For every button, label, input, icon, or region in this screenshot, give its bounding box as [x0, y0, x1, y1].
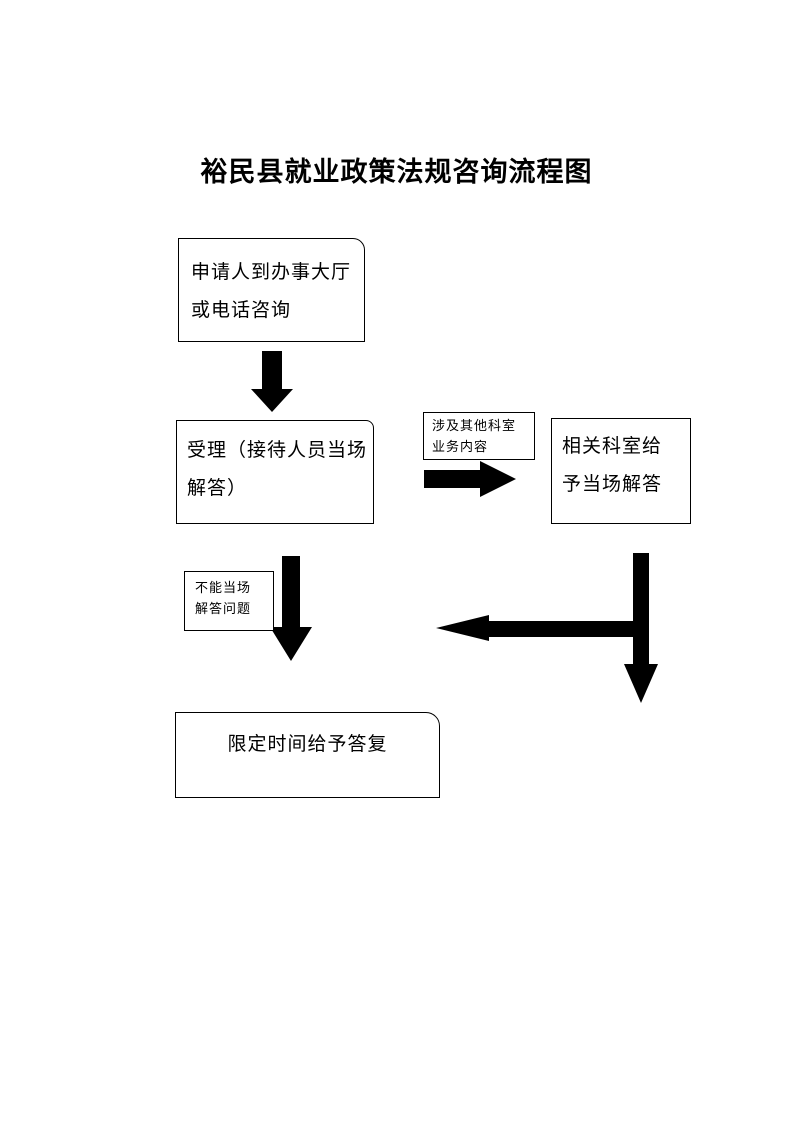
node-related-department: 相关科室给 予当场解答: [551, 418, 691, 524]
node-deadline-reply: 限定时间给予答复: [175, 712, 440, 798]
note-cannot-answer: 不能当场 解答问题: [184, 571, 274, 631]
node-apply-line-2: 或电话咨询: [191, 299, 292, 321]
node-accept-line-1: 受理（接待人员当场: [187, 439, 368, 461]
node-applicant-consultation: 申请人到办事大厅 或电话咨询: [178, 238, 365, 342]
arrow-down-apply-to-accept: [251, 351, 293, 412]
note-other-department: 涉及其他科室 业务内容: [423, 412, 535, 460]
page-title: 裕民县就业政策法规咨询流程图: [200, 157, 593, 188]
note-cannot-line-2: 解答问题: [195, 602, 252, 617]
node-dept-line-2: 予当场解答: [562, 473, 663, 495]
arrow-left-to-reply: [436, 615, 633, 641]
node-acceptance: 受理（接待人员当场 解答）: [176, 420, 374, 524]
node-reply-line-1: 限定时间给予答复: [227, 733, 388, 755]
arrow-down-to-reply: [270, 556, 312, 661]
note-cannot-line-1: 不能当场: [195, 581, 252, 596]
node-dept-line-1: 相关科室给: [562, 435, 663, 457]
node-accept-line-2: 解答）: [187, 477, 248, 499]
node-apply-line-1: 申请人到办事大厅: [191, 261, 352, 283]
arrow-down-dept-branch: [624, 553, 658, 703]
note-other-line-2: 业务内容: [432, 440, 489, 455]
note-other-line-1: 涉及其他科室: [432, 419, 517, 434]
arrow-right-to-dept: [424, 461, 516, 497]
